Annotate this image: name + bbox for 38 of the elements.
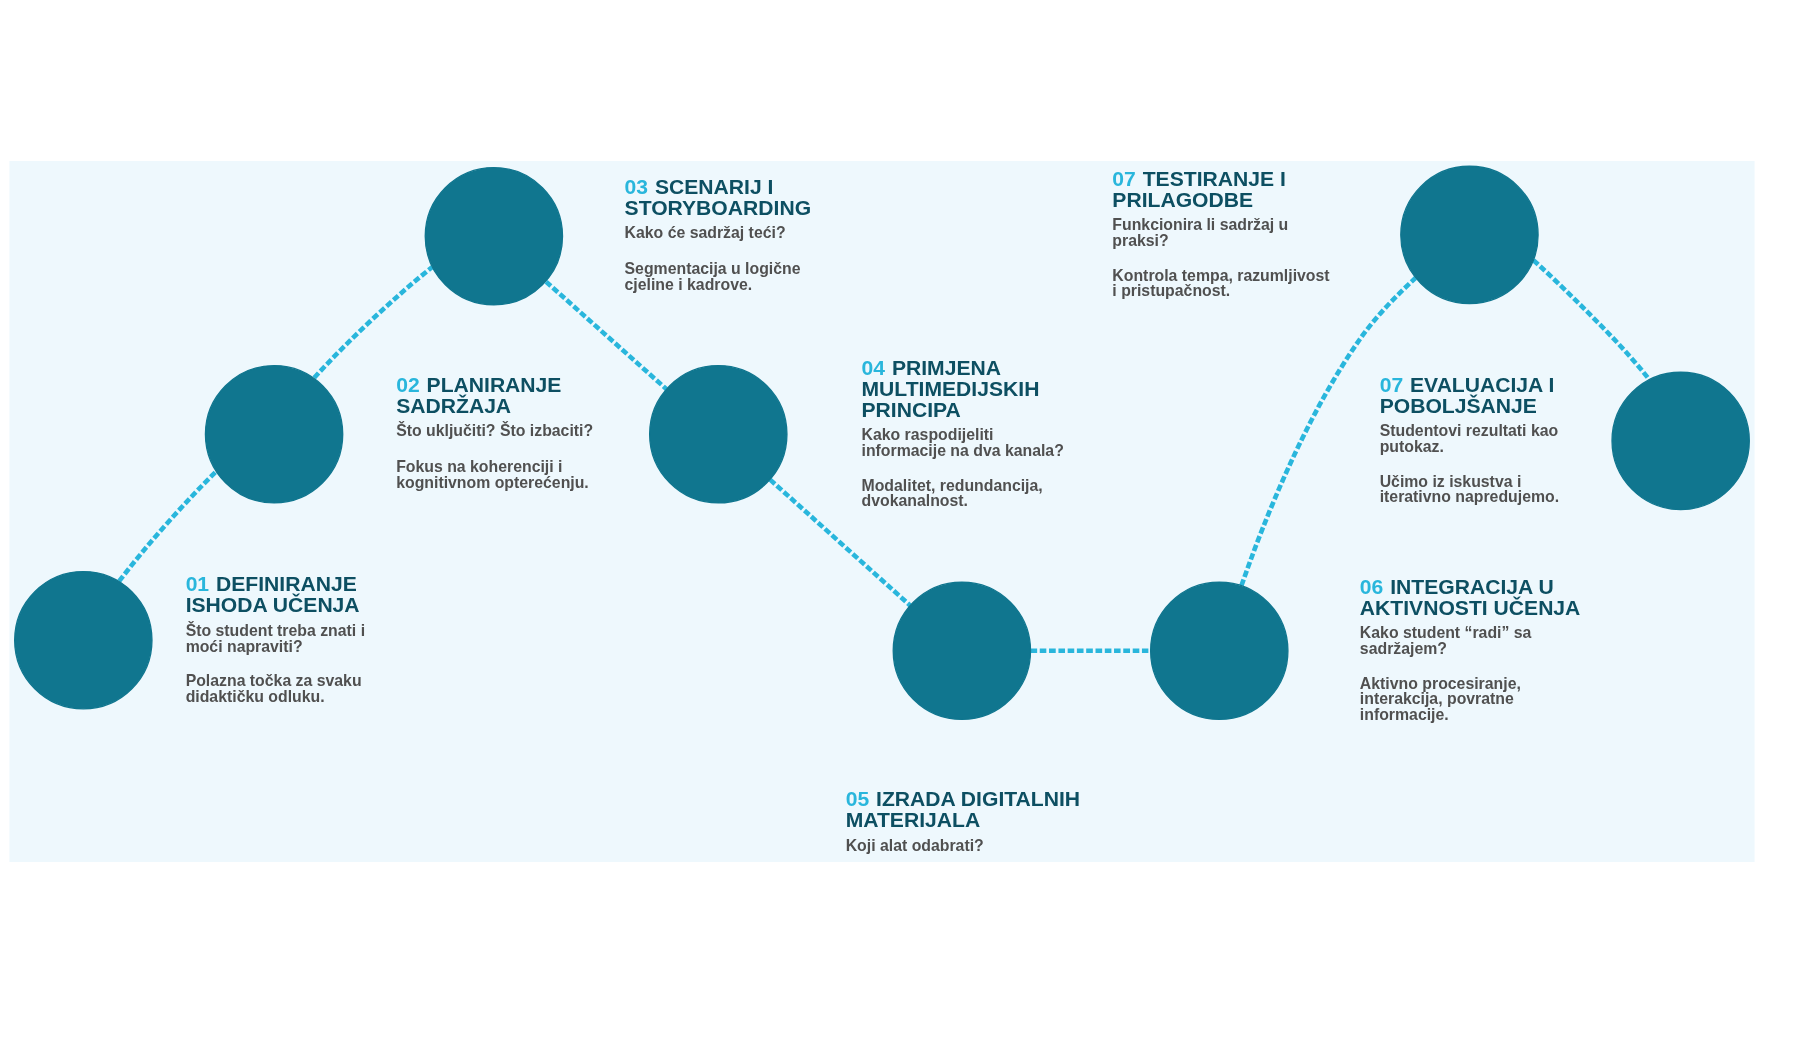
node-label: Koji alat odabrati? — [845, 836, 984, 854]
node-circle — [13, 570, 153, 709]
node-label: Polazna točka za svaku didaktičku odluku. — [185, 671, 362, 705]
connector — [1238, 275, 1417, 586]
node-label: 02 PLANIRANJE SADRŽAJA — [395, 372, 561, 417]
node-label: Učimo iz iskustva i iterativno napredujemo. — [1379, 472, 1559, 505]
node-circle — [1399, 165, 1539, 304]
node-label: 03 SCENARIJ I STORYBOARDING — [624, 174, 811, 219]
node-label: 01 DEFINIRANJE ISHODA UČENJA — [185, 571, 360, 616]
node-label: Kako će sadržaj teći? — [624, 223, 786, 241]
connector — [312, 264, 434, 379]
node-label: 06 INTEGRACIJA U AKTIVNOSTI UČENJA — [1359, 574, 1580, 619]
node-label: 07 EVALUACIJA I POBOLJŠANJE — [1379, 372, 1554, 417]
node-label: Kako student “radi” sa sadržajem? — [1359, 623, 1531, 657]
node-label: 07 TESTIRANJE I PRILAGODBE — [1111, 166, 1286, 211]
node-label: 05 IZRADA DIGITALNIH MATERIJALA — [845, 786, 1080, 831]
node-label: Što uključiti? Što izbaciti? — [395, 421, 593, 439]
node-label: Što student treba znati i moći napraviti? — [185, 621, 365, 655]
node-label: Kontrola tempa, razumljivost i pristupačnost. — [1111, 266, 1330, 299]
node-label: 04 PRIMJENA MULTIMEDIJSKIH PRINCIPA — [861, 355, 1039, 421]
connector — [544, 279, 668, 391]
node-label: Funkcionira li sadržaj u praksi? — [1111, 215, 1288, 249]
node-label: Studentovi rezultati kao putokaz. — [1379, 421, 1558, 455]
node-circle — [1149, 580, 1289, 720]
node-label: Modalitet, redundancija, dvokanalnost. — [861, 476, 1043, 509]
node-circle — [1610, 371, 1750, 510]
node-circle — [892, 580, 1031, 720]
node-circle — [204, 364, 343, 504]
node-label: Fokus na koherenciji i kognitivnom opterećenju. — [395, 457, 589, 491]
node-label: Segmentacija u logične cjeline i kadrove. — [624, 259, 800, 293]
connector — [116, 469, 218, 583]
connector — [768, 477, 912, 607]
node-circle — [648, 364, 788, 504]
node-label: Kako raspodijeliti informacije na dva kanala? — [861, 425, 1064, 459]
node-label: Aktivno procesiranje, interakcija, povratne informacije. — [1359, 674, 1521, 723]
node-circle — [424, 166, 563, 306]
connector — [1030, 647, 1150, 653]
connector — [1531, 257, 1651, 381]
